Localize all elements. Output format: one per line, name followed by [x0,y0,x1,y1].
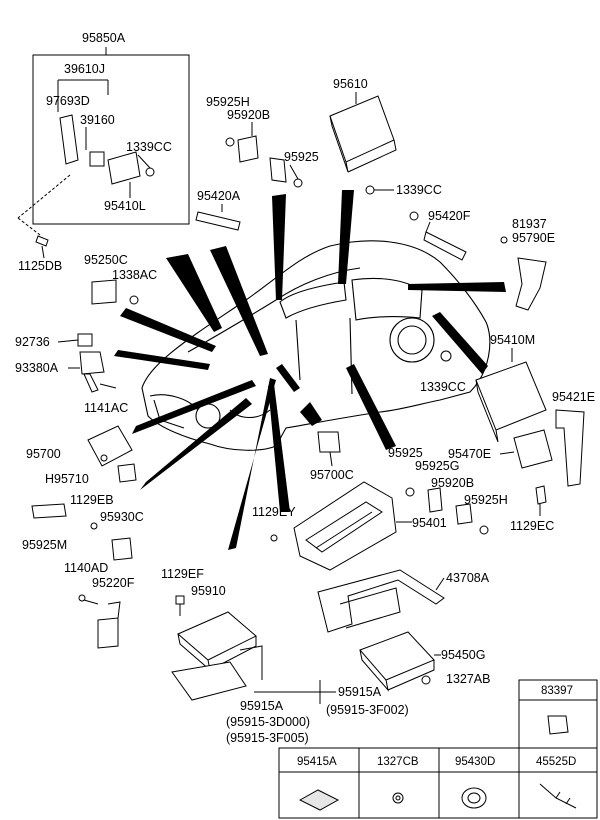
label-95925M: 95925M [22,538,67,552]
part-93380A [79,351,105,375]
label-95915-3F002: (95915-3F002) [326,703,409,717]
label-95930C: 95930C [100,510,144,524]
label-95915-3D000: (95915-3D000) [226,715,310,729]
label-1339CC-c: 1339CC [420,380,466,394]
part-95915A-bracket [171,661,247,701]
part-95420A [195,211,241,231]
table-header-1: 1327CB [377,756,419,768]
label-95910: 95910 [191,584,226,598]
label-95915-3F005: (95915-3F005) [226,731,309,745]
label-95421E: 95421E [552,390,595,404]
label-1141AC: 1141AC [84,401,128,415]
label-95850A: 95850A [82,31,126,45]
part-95450G [359,631,435,681]
label-39160: 39160 [80,113,115,127]
label-1129EF: 1129EF [161,567,204,581]
part-95401-frame [293,481,397,571]
label-1129EB: 1129EB [70,493,114,507]
label-1129EC: 1129EC [510,519,554,533]
parts-table: 83397 95415A 1327CB 95430D 45525D [278,679,598,819]
table-header-2: 95430D [455,756,495,768]
label-43708A: 43708A [446,571,490,585]
vehicle-outline [141,240,491,451]
part-95920B-a [237,135,259,163]
label-95925H-b: 95925H [464,493,508,507]
label-1338AC: 1338AC [112,268,157,282]
module-95410M [475,361,547,431]
label-97693D: 97693D [46,94,90,108]
part-95470E [513,429,553,469]
part-95925M [31,503,67,519]
sensor-part [89,151,105,167]
part-95930C [111,537,133,561]
label-95925-a: 95925 [284,150,319,164]
label-39610J: 39610J [64,62,105,76]
label-95420A: 95420A [197,189,241,203]
part-95925-bracket [269,157,287,183]
label-95410L: 95410L [104,199,146,213]
label-95925-b: 95925 [388,446,423,460]
part-95421E [555,409,585,487]
part-83397 [547,715,569,735]
label-95700C: 95700C [310,468,354,482]
label-95420F: 95420F [428,209,471,223]
label-H95710: H95710 [45,472,89,486]
label-95915A-a: 95915A [240,699,284,713]
label-95401: 95401 [412,516,447,530]
bolt-1125DB [35,235,49,247]
part-H95710 [117,463,137,483]
part-95700 [87,425,133,467]
part-95415A [298,789,340,811]
label-95450G: 95450G [441,648,485,662]
assembly-box [32,54,190,225]
label-81937: 81937 [512,217,547,231]
bracket-part [59,114,79,165]
label-1339CC-a: 1339CC [126,140,172,154]
pointer-wedges [114,190,506,550]
label-1125DB: 1125DB [18,259,62,273]
part-95250C [91,279,117,305]
label-95700: 95700 [26,447,61,461]
part-95790E [515,257,547,311]
label-1129EY: 1129EY [252,505,296,519]
label-92736: 92736 [15,335,50,349]
nut-part [145,167,155,177]
table-header-3: 45525D [536,756,576,768]
part-95220F [97,617,119,649]
module-95610 [329,95,395,163]
table-corner-header: 83397 [541,685,573,697]
label-95925H-a: 95925H [206,95,250,109]
part-95925H-b [455,503,473,525]
label-95920B-a: 95920B [227,108,270,122]
label-1339CC-b: 1339CC [396,183,442,197]
label-95915A-b: 95915A [338,685,382,699]
part-95420F [423,231,467,261]
label-1140AD: 1140AD [64,561,108,575]
label-95925G: 95925G [415,459,459,473]
label-1327AB: 1327AB [446,672,490,686]
label-95410M: 95410M [490,333,535,347]
label-93380A: 93380A [15,361,59,375]
label-95920B-b: 95920B [431,476,474,490]
module-95410L [107,151,141,185]
assembly-95850A: 95850A 39610J 97693D 39160 1339CC 95410L [17,31,190,236]
part-43708A [317,569,445,633]
label-95790E: 95790E [512,231,555,245]
part-95700C [317,431,341,453]
label-95470E: 95470E [448,447,491,461]
table-header-0: 95415A [297,756,337,768]
label-95220F: 95220F [92,576,135,590]
label-95250C: 95250C [84,253,128,267]
label-95610: 95610 [333,77,368,91]
